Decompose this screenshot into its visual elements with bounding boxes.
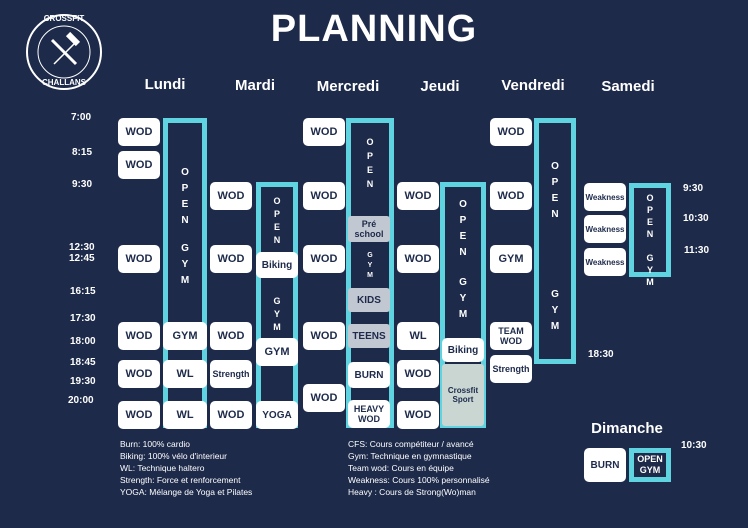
time-label: 18:30 xyxy=(588,349,614,360)
class-box: Weakness xyxy=(584,183,626,211)
time-label: 20:00 xyxy=(68,395,94,406)
legend-left: Burn: 100% cardio Biking: 100% vélo d'in… xyxy=(120,439,253,497)
class-box: WOD xyxy=(210,322,252,350)
class-box: Strength xyxy=(490,355,532,383)
class-box: Biking xyxy=(442,338,484,362)
class-box: WOD xyxy=(118,151,160,179)
class-box: BURN xyxy=(584,448,626,482)
open-gym-samedi-label: O xyxy=(632,186,664,199)
page-title: PLANNING xyxy=(270,8,478,50)
class-box: WOD xyxy=(303,245,345,273)
open-gym-dimanche: OPEN GYM xyxy=(629,448,671,482)
class-box: Weakness xyxy=(584,248,626,276)
class-box: KIDS xyxy=(348,288,390,312)
time-label: 12:45 xyxy=(69,253,95,264)
class-box: WOD xyxy=(210,182,252,210)
class-box: WL xyxy=(397,322,439,350)
class-box: Crossfit Sport xyxy=(442,364,484,426)
legend-right: CFS: Cours compétiteur / avancé Gym: Tec… xyxy=(348,439,490,497)
class-box: GYM xyxy=(490,245,532,273)
class-box: Biking xyxy=(256,252,298,278)
time-label: 7:00 xyxy=(71,112,92,123)
class-box: WL xyxy=(163,360,207,388)
class-box: WOD xyxy=(210,245,252,273)
class-box: WOD xyxy=(118,322,160,350)
logo-top-text: CROSSFIT xyxy=(43,14,85,23)
class-box: WOD xyxy=(490,118,532,146)
time-label: 19:30 xyxy=(70,376,96,387)
time-label: 10:30 xyxy=(683,213,709,224)
day-samedi: Samedi xyxy=(601,78,655,95)
class-box: GYM xyxy=(256,338,298,366)
day-dimanche: Dimanche xyxy=(591,420,663,437)
class-box: WOD xyxy=(490,182,532,210)
class-box: HEAVY WOD xyxy=(348,400,390,428)
class-box: WOD xyxy=(397,182,439,210)
day-jeudi: Jeudi xyxy=(420,78,460,95)
class-box: TEENS xyxy=(348,324,390,348)
time-label: 11:30 xyxy=(684,245,710,256)
time-label: 10:30 xyxy=(681,440,707,451)
class-box: WOD xyxy=(397,401,439,429)
class-box: WOD xyxy=(303,322,345,350)
class-box: Strength xyxy=(210,360,252,388)
class-box: WL xyxy=(163,401,207,429)
class-box: WOD xyxy=(118,401,160,429)
class-box: BURN xyxy=(348,362,390,388)
class-box: Pré school xyxy=(348,216,390,242)
class-box: WOD xyxy=(118,360,160,388)
class-box: WOD xyxy=(118,245,160,273)
crossfit-logo: CROSSFIT CHALLANS xyxy=(24,12,104,92)
time-label: 17:30 xyxy=(70,313,96,324)
day-lundi: Lundi xyxy=(144,76,186,93)
day-vendredi: Vendredi xyxy=(501,77,565,94)
class-box: Weakness xyxy=(584,215,626,243)
time-label: 9:30 xyxy=(683,183,704,194)
class-box: WOD xyxy=(397,360,439,388)
class-box: YOGA xyxy=(256,401,298,429)
class-box: WOD xyxy=(303,118,345,146)
class-box: GYM xyxy=(163,322,207,350)
class-box: WOD xyxy=(210,401,252,429)
class-box: TEAM WOD xyxy=(490,322,532,350)
time-label: 16:15 xyxy=(70,286,96,297)
time-label: 12:30 xyxy=(69,242,95,253)
day-mardi: Mardi xyxy=(234,77,275,94)
class-box: WOD xyxy=(118,118,160,146)
class-box: WOD xyxy=(303,384,345,412)
time-label: 9:30 xyxy=(72,179,93,190)
day-mercredi: Mercredi xyxy=(316,78,380,95)
time-label: 18:00 xyxy=(70,336,96,347)
time-label: 8:15 xyxy=(72,147,93,158)
class-box: WOD xyxy=(303,182,345,210)
time-label: 18:45 xyxy=(70,357,96,368)
logo-bottom-text: CHALLANS xyxy=(42,78,86,87)
class-box: WOD xyxy=(397,245,439,273)
